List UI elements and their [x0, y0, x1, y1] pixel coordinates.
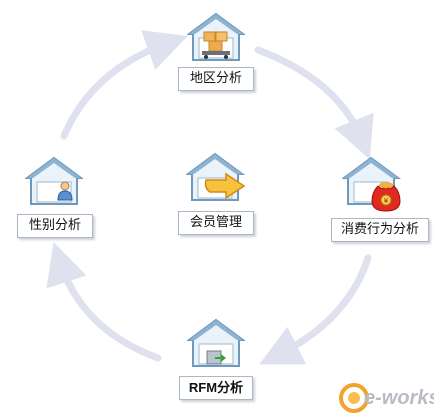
- user-icon: [25, 156, 83, 205]
- arrow-left-to-top: [60, 30, 188, 140]
- arrow-forward-icon: [186, 152, 246, 201]
- node-label-consumption: 消费行为分析: [331, 218, 429, 242]
- node-label-rfm: RFM分析: [179, 376, 253, 400]
- node-label-region: 地区分析: [178, 67, 254, 91]
- arrow-right-to-bottom: [259, 254, 372, 365]
- money-bag-icon: ¥: [342, 156, 402, 212]
- eworks-logo: e-works: [339, 383, 434, 413]
- arrow-bottom-to-left: [46, 242, 162, 362]
- svg-text:¥: ¥: [384, 197, 389, 205]
- watermark-text: e-works: [364, 387, 434, 409]
- arrow-top-to-right: [254, 46, 374, 160]
- node-label-member: 会员管理: [178, 211, 254, 235]
- document-arrow-icon: [187, 318, 245, 367]
- warehouse-boxes-icon: [187, 12, 245, 61]
- node-label-gender: 性别分析: [17, 214, 93, 238]
